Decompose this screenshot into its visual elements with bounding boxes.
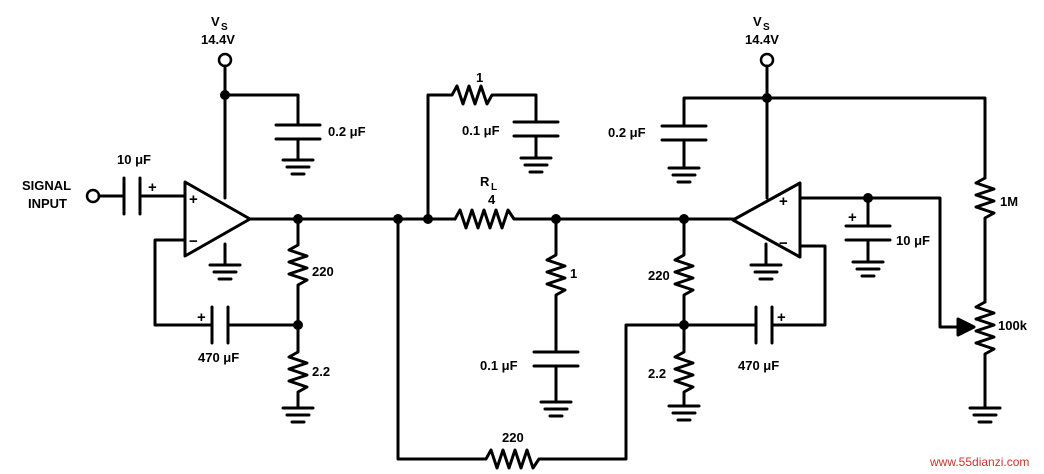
ground-icon — [667, 404, 701, 422]
rl-name: R — [480, 174, 490, 189]
left-opamp-plus: + — [189, 191, 198, 208]
ground-icon — [208, 263, 242, 281]
rl-sub: L — [491, 182, 497, 193]
left-feedback-cap-plus: + — [197, 309, 206, 326]
signal-input-line1: SIGNAL — [22, 178, 71, 193]
rl-value: 4 — [488, 192, 496, 207]
top-zobel-resistor-label: 1 — [476, 70, 483, 85]
bottom-zobel-resistor — [545, 217, 567, 354]
ground-icon — [851, 260, 885, 278]
left-feedback-capacitor — [210, 305, 230, 345]
left-supply-sub: S — [221, 22, 228, 33]
left-opamp-minus: − — [189, 233, 198, 250]
right-divider-top-label: 220 — [648, 268, 670, 283]
bias-network: + 10 μF 1M 100k — [798, 176, 1028, 424]
left-divider-resistor-2-2 — [287, 323, 309, 410]
input-cap-plus: + — [148, 179, 157, 196]
bias-capacitor — [844, 196, 892, 264]
right-feedback-capacitor — [754, 305, 774, 345]
bottom-zobel-cap-label: 0.1 μF — [480, 358, 518, 373]
signal-input-line2: INPUT — [28, 196, 67, 211]
right-divider-resistor-2-2 — [673, 323, 695, 408]
right-bypass-cap-label: 0.2 μF — [608, 125, 646, 140]
center-load-network: 1 0.1 μF R L 4 1 0.1 μF 220 — [393, 70, 690, 470]
right-divider-resistor-220 — [673, 217, 695, 327]
ground-icon — [667, 166, 701, 184]
signal-input-terminal — [85, 188, 101, 204]
right-output-divider: 220 2.2 — [648, 214, 701, 422]
pot-wiper-arrow-icon — [956, 317, 976, 337]
bridge-feedback-label: 220 — [502, 430, 524, 445]
load-resistor-rl — [453, 208, 690, 230]
right-feedback-cap-plus: + — [777, 309, 786, 326]
top-zobel-capacitor — [512, 120, 560, 160]
ground-icon — [968, 406, 1002, 424]
bottom-zobel-resistor-label: 1 — [570, 266, 577, 281]
right-opamp-plus: + — [779, 193, 788, 210]
ground-icon — [281, 158, 315, 176]
watermark: www.55dianzi.com — [929, 455, 1029, 469]
bridge-feedback-resistor — [396, 217, 684, 470]
left-divider-bottom-label: 2.2 — [312, 364, 330, 379]
ground-icon — [539, 400, 573, 418]
right-divider-bottom-label: 2.2 — [648, 366, 666, 381]
bias-resistor-1m — [974, 176, 996, 304]
bottom-zobel-capacitor — [532, 350, 580, 404]
signal-input: SIGNAL INPUT + 10 μF — [22, 152, 187, 216]
left-output-divider: 220 2.2 — [248, 214, 400, 424]
left-feedback-cap-label: 470 μF — [198, 350, 239, 365]
left-bypass-capacitor: 0.2 μF — [274, 123, 366, 176]
left-supply-voltage: 14.4V — [201, 32, 235, 47]
right-opamp-triangle — [731, 181, 802, 259]
ground-icon — [749, 263, 783, 281]
right-supply: V S 14.4V — [682, 14, 987, 200]
right-feedback-network: + 470 μF — [682, 244, 827, 373]
right-feedback-cap-label: 470 μF — [738, 358, 779, 373]
pot-label: 100k — [998, 318, 1028, 333]
right-supply-voltage: 14.4V — [745, 32, 779, 47]
left-divider-top-label: 220 — [312, 264, 334, 279]
potentiometer-100k — [974, 300, 996, 410]
left-amplifier: + − — [183, 180, 252, 281]
left-supply-symbol: V — [211, 14, 220, 29]
left-opamp-triangle — [183, 180, 252, 258]
right-opamp-minus: − — [779, 235, 788, 252]
left-divider-resistor-220 — [287, 217, 309, 327]
input-capacitor — [122, 176, 142, 216]
right-supply-terminal — [759, 52, 775, 68]
top-zobel-resistor — [426, 84, 538, 221]
ground-icon — [519, 156, 553, 174]
bias-cap-plus: + — [848, 209, 857, 226]
left-bypass-wire — [223, 93, 300, 127]
right-bypass-capacitor: 0.2 μF — [608, 124, 708, 184]
ground-icon — [281, 406, 315, 424]
left-bypass-cap-label: 0.2 μF — [328, 124, 366, 139]
input-cap-label: 10 μF — [117, 152, 151, 167]
left-supply-terminal — [217, 52, 233, 68]
right-supply-sub: S — [763, 22, 770, 33]
left-feedback-network: + 470 μF — [153, 238, 300, 365]
bias-cap-label: 10 μF — [896, 233, 930, 248]
top-zobel-cap-label: 0.1 μF — [462, 123, 500, 138]
bias-resistor-label: 1M — [1000, 194, 1018, 209]
left-supply: V S 14.4V — [201, 14, 300, 200]
right-supply-symbol: V — [753, 14, 762, 29]
right-amplifier: + − — [686, 181, 802, 281]
